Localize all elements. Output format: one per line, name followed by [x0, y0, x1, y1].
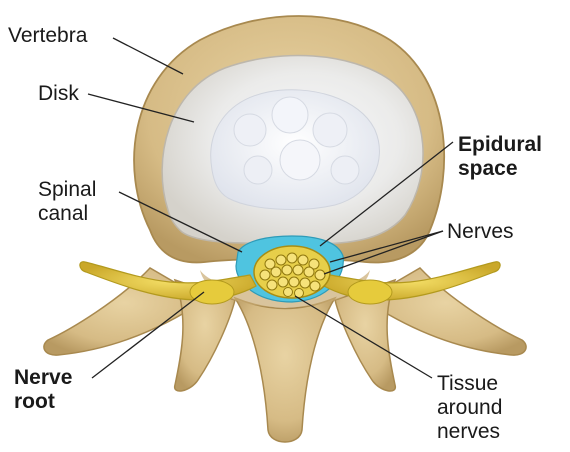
label-nerve-root: Nerve root: [14, 366, 72, 414]
label-nerves: Nerves: [447, 220, 514, 244]
label-epidural-space: Epidural space: [458, 133, 542, 181]
nerve-bundle: [254, 246, 330, 298]
label-spinal-canal: Spinal canal: [38, 178, 96, 226]
label-vertebra: Vertebra: [8, 24, 87, 48]
leader-vertebra: [113, 38, 183, 74]
intervertebral-disk: [162, 56, 423, 245]
label-disk: Disk: [38, 82, 79, 106]
label-tissue-around-nerves: Tissue around nerves: [437, 372, 502, 444]
